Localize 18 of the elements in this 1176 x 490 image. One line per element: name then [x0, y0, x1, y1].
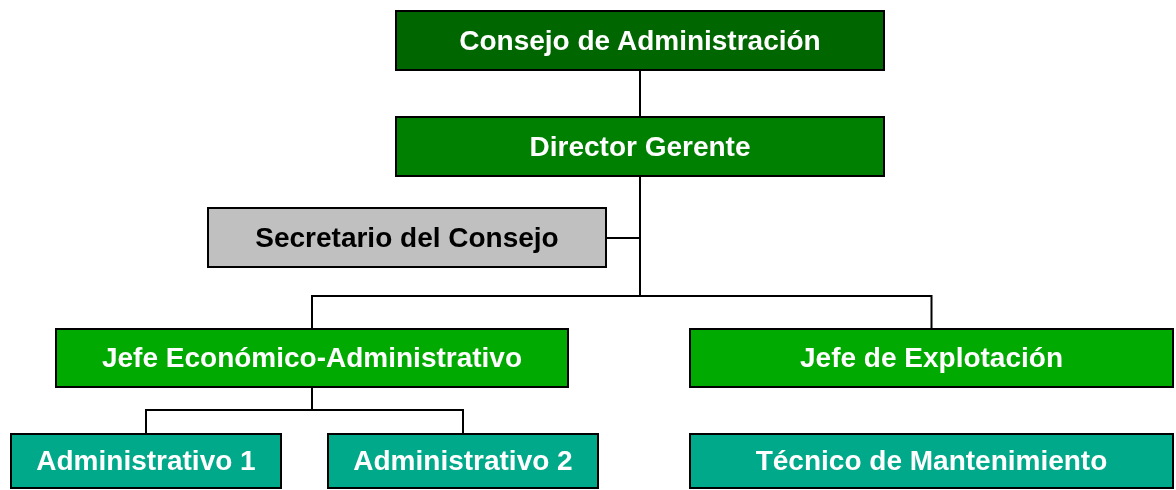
org-box — [55, 328, 569, 388]
box-label: Administrativo 1 — [36, 445, 256, 477]
org-box — [689, 433, 1174, 489]
box-label: Jefe Económico-Administrativo — [101, 342, 523, 374]
org-box — [395, 10, 885, 71]
box-label: Administrativo 2 — [353, 445, 573, 477]
org-box — [689, 328, 1174, 388]
box-label: Director Gerente — [529, 130, 751, 163]
connector-line — [639, 70, 641, 117]
box-label: Consejo de Administración — [459, 24, 821, 57]
box-label: Jefe de Explotación — [800, 342, 1063, 374]
box-label: Secretario del Consejo — [255, 221, 559, 254]
org-box — [395, 116, 885, 177]
org-box — [10, 433, 282, 489]
box-label: Técnico de Mantenimiento — [755, 445, 1108, 477]
org-box — [327, 433, 599, 489]
org-box — [207, 207, 607, 268]
connector-line — [311, 387, 464, 434]
